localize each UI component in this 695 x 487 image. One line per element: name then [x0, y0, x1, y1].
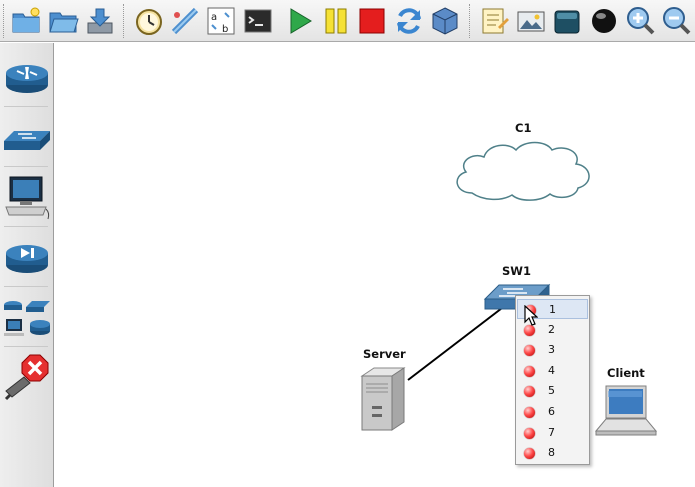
dock-separator — [4, 226, 48, 227]
node-label-c1: C1 — [515, 121, 532, 135]
port-status-led-icon — [524, 324, 535, 336]
add-link-cancel-icon — [4, 354, 49, 401]
port-menu-item[interactable]: 2 — [517, 320, 588, 340]
insert-picture-button[interactable] — [515, 5, 547, 37]
port-menu-item[interactable]: 3 — [517, 340, 588, 360]
draw-rectangle-button[interactable] — [551, 5, 583, 37]
dock-separator — [4, 166, 48, 167]
port-label: 3 — [548, 343, 555, 357]
start-button[interactable] — [284, 5, 316, 37]
reload-icon — [397, 8, 421, 34]
virtualbox-button[interactable] — [429, 5, 461, 37]
node-label-server: Server — [363, 347, 406, 361]
save-project-icon — [87, 8, 113, 34]
port-status-led-icon — [524, 427, 535, 439]
toolbar-grip[interactable] — [469, 4, 472, 38]
add-link-icon — [171, 7, 199, 35]
toolbar-grip[interactable] — [3, 4, 6, 38]
mouse-cursor-icon — [524, 305, 538, 326]
start-icon — [290, 8, 312, 34]
draw-ellipse-icon — [592, 9, 616, 33]
port-status-led-icon — [524, 407, 535, 418]
open-project-icon — [49, 12, 79, 33]
port-menu-item[interactable]: 5 — [517, 381, 588, 401]
dock-separator — [4, 286, 48, 287]
draw-ellipse-button[interactable] — [588, 5, 620, 37]
port-label: 4 — [548, 363, 555, 377]
suspend-icon — [325, 8, 347, 34]
zoom-out-icon — [663, 7, 691, 35]
port-label: 5 — [548, 384, 555, 398]
open-project-button[interactable] — [47, 5, 79, 37]
save-project-button[interactable] — [84, 5, 116, 37]
security-device-icon — [6, 245, 48, 273]
toolbar-grip[interactable] — [123, 4, 126, 38]
snapshot-icon — [136, 9, 162, 35]
node-label-sw1: SW1 — [502, 264, 531, 278]
stop-button[interactable] — [356, 5, 388, 37]
port-selection-menu: 1 2 3 4 5 6 7 8 — [515, 295, 590, 465]
end-device-icon — [5, 176, 50, 220]
cloud-node-c1[interactable] — [450, 138, 595, 208]
port-label: 8 — [548, 446, 555, 460]
console-button[interactable] — [242, 5, 274, 37]
zoom-out-button[interactable] — [660, 5, 692, 37]
cloud-icon — [456, 141, 590, 201]
server-node[interactable] — [358, 366, 410, 436]
port-label: 2 — [548, 322, 555, 336]
laptop-icon — [594, 385, 658, 436]
port-menu-item[interactable]: 4 — [517, 361, 588, 381]
zoom-in-button[interactable] — [624, 5, 656, 37]
port-status-led-icon — [524, 365, 535, 377]
reload-button[interactable] — [393, 5, 425, 37]
virtualbox-icon — [432, 7, 458, 35]
port-menu-item[interactable]: 6 — [517, 402, 588, 422]
node-label-client: Client — [607, 366, 645, 380]
port-status-led-icon — [524, 448, 535, 460]
security-devices-category-button[interactable] — [2, 231, 52, 283]
router-icon — [6, 65, 48, 93]
add-note-button[interactable] — [478, 5, 510, 37]
routers-category-button[interactable] — [2, 51, 52, 103]
new-project-button[interactable] — [10, 5, 42, 37]
link-layer — [407, 304, 507, 381]
topology-canvas[interactable]: C1 SW1 Server Client — [55, 43, 695, 487]
console-icon — [244, 9, 272, 33]
port-label: 7 — [548, 425, 555, 439]
port-menu-item[interactable]: 8 — [517, 443, 588, 463]
dock-separator — [4, 106, 48, 107]
snapshot-button[interactable] — [133, 5, 165, 37]
link-server-sw1[interactable] — [407, 304, 507, 381]
port-menu-item[interactable]: 7 — [517, 423, 588, 443]
server-icon — [360, 367, 406, 431]
zoom-in-icon — [627, 7, 655, 35]
stop-icon — [359, 8, 385, 34]
suspend-button[interactable] — [320, 5, 352, 37]
port-label: 6 — [548, 405, 555, 418]
svg-text:b: b — [222, 24, 228, 35]
svg-text:a: a — [211, 12, 217, 23]
insert-picture-icon — [517, 11, 545, 32]
draw-rectangle-icon — [554, 10, 580, 34]
device-dock — [0, 43, 54, 487]
all-devices-icon — [4, 301, 50, 336]
port-label: 1 — [549, 303, 556, 316]
show-interface-labels-icon: ab — [207, 7, 235, 35]
port-status-led-icon — [524, 345, 535, 357]
client-node[interactable] — [594, 383, 658, 447]
new-project-icon — [12, 7, 40, 33]
all-devices-category-button[interactable] — [2, 291, 52, 343]
switches-category-button[interactable] — [2, 111, 52, 163]
add-note-icon — [482, 8, 509, 34]
switch-icon — [4, 131, 50, 150]
add-link-button[interactable] — [169, 5, 201, 37]
end-devices-category-button[interactable] — [2, 171, 52, 223]
add-link-cancel-button[interactable] — [2, 351, 52, 403]
dock-separator — [4, 346, 48, 347]
port-status-led-icon — [524, 386, 535, 398]
